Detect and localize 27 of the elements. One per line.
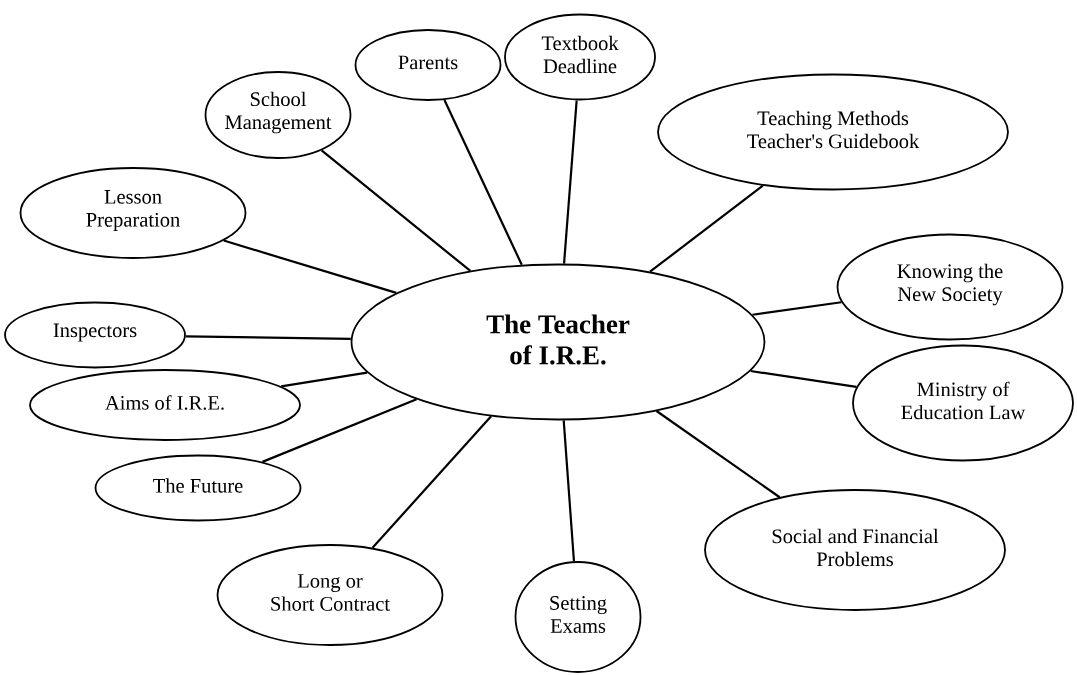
connector-line	[562, 100, 578, 264]
connector-line	[281, 371, 368, 388]
ellipse-node: Inspectors	[4, 301, 186, 369]
ellipse-node: Aims of I.R.E.	[29, 369, 301, 441]
ellipse-node: Lesson Preparation	[19, 167, 247, 259]
connector-line	[443, 99, 523, 266]
ellipse-node: Social and Financial Problems	[704, 489, 1006, 611]
connector-line	[185, 335, 351, 340]
ellipse-node: Ministry of Education Law	[852, 344, 1074, 462]
connector-line	[371, 415, 492, 549]
connector-line	[750, 369, 857, 389]
connector-line	[223, 239, 397, 294]
ellipse-node: Parents	[354, 29, 502, 101]
ellipse-node: Knowing the New Society	[836, 233, 1064, 341]
ellipse-node: Textbook Deadline	[504, 13, 656, 101]
ellipse-node: Teaching Methods Teacher's Guidebook	[657, 73, 1009, 191]
connector-line	[320, 149, 472, 272]
ellipse-node: The Teacher of I.R.E.	[350, 263, 766, 421]
connector-line	[752, 301, 842, 316]
ellipse-node: School Management	[204, 71, 352, 159]
connector-line	[262, 398, 417, 463]
ellipse-node: Long or Short Contract	[216, 544, 444, 646]
connector-line	[655, 410, 781, 499]
connector-line	[562, 420, 576, 562]
ellipse-node: The Future	[94, 454, 302, 522]
connector-line	[649, 184, 764, 273]
ellipse-node: Setting Exams	[514, 561, 642, 673]
